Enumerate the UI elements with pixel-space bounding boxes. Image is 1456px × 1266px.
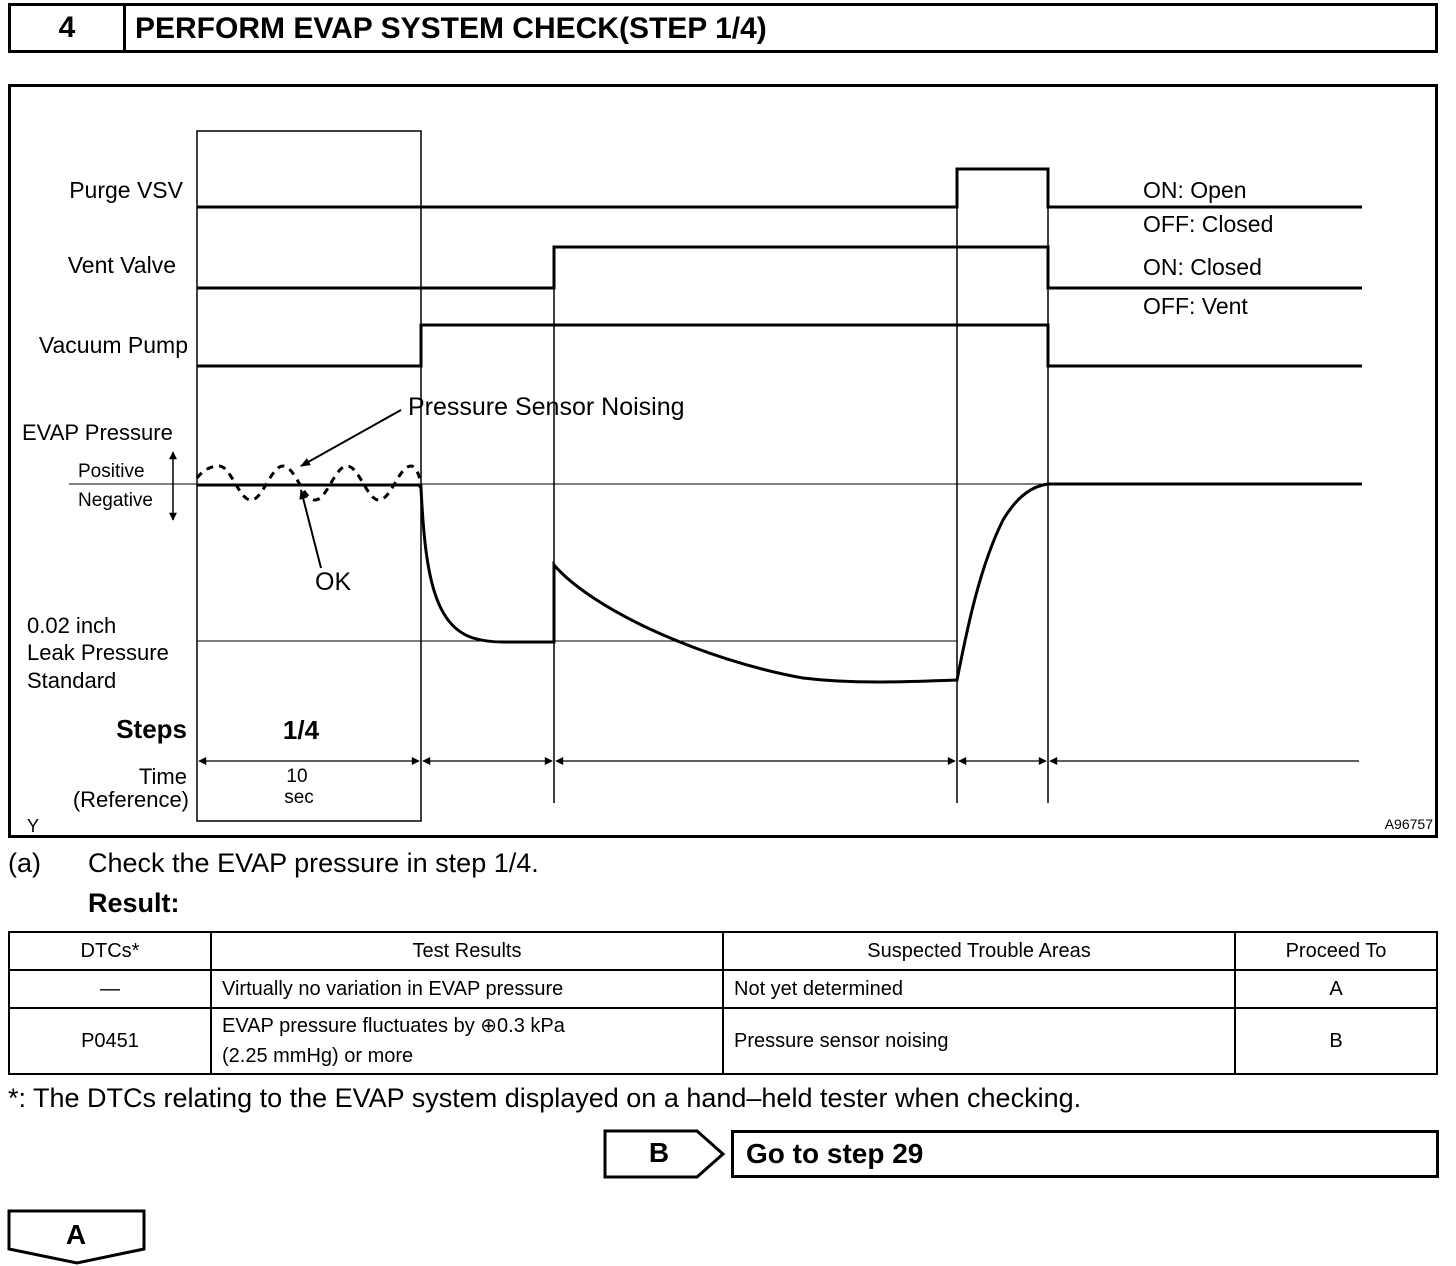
signal-label-purge-vsv: Purge VSV [69,177,183,203]
proceed-cell: A [1234,969,1438,1009]
branch-b-arrow[interactable] [603,1129,727,1179]
step-header: 4 PERFORM EVAP SYSTEM CHECK(STEP 1/4) [8,3,1438,53]
negative-label: Negative [78,490,153,511]
area-cell: Not yet determined [722,969,1236,1009]
vacuum-pump-trace [197,323,1362,368]
purge-vsv-trace [197,167,1362,209]
step-number: 4 [11,6,126,50]
dtc-cell: — [8,969,212,1009]
step-title: PERFORM EVAP SYSTEM CHECK(STEP 1/4) [135,12,767,45]
table-header: Proceed To [1234,931,1438,971]
table-header: Test Results [210,931,724,971]
table-header: Suspected Trouble Areas [722,931,1236,971]
branch-b-label[interactable]: B [648,1137,670,1168]
leak-label-line-2: Leak Pressure [27,640,169,665]
noise-label: Pressure Sensor Noising [408,393,685,421]
corner-label-left: Y [27,816,39,835]
table-header-row: DTCs* Test Results Suspected Trouble Are… [8,931,1438,971]
noise-trace [195,464,423,502]
proceed-cell: B [1234,1007,1438,1075]
table-row: P0451 EVAP pressure fluctuates by ⊕0.3 k… [8,1007,1438,1075]
result-table: DTCs* Test Results Suspected Trouble Are… [8,931,1438,1075]
area-cell: Pressure sensor noising [722,1007,1236,1075]
table-row: — Virtually no variation in EVAP pressur… [8,969,1438,1009]
dtc-cell: P0451 [8,1007,212,1075]
state-purge-on: ON: Open [1143,177,1247,203]
steps-label: Steps [116,714,187,744]
reference-label: (Reference) [73,787,189,812]
evap-pressure-curve [197,482,1362,684]
ok-callout-arrow [299,489,322,569]
table-header: DTCs* [8,931,212,971]
branch-a-label[interactable]: A [65,1219,87,1250]
result-cell-line-1: EVAP pressure fluctuates by ⊕0.3 kPa [222,1015,565,1037]
footnote: *: The DTCs relating to the EVAP system … [8,1083,1082,1113]
signal-label-vacuum-pump: Vacuum Pump [39,332,188,358]
leak-label-line-1: 0.02 inch [27,613,116,638]
state-purge-off: OFF: Closed [1143,211,1273,237]
timing-diagram-svg: Purge VSV Vent Valve Vacuum Pump EVAP Pr… [22,130,1433,835]
result-cell: Virtually no variation in EVAP pressure [210,969,724,1009]
instruction-text: Check the EVAP pressure in step 1/4. [88,848,539,878]
instruction-marker: (a) [8,848,41,878]
evap-pressure-label: EVAP Pressure [22,420,173,445]
figure-id: A96757 [1385,816,1433,832]
ok-label: OK [315,568,351,596]
result-cell: EVAP pressure fluctuates by ⊕0.3 kPa (2.… [210,1007,724,1075]
signal-label-vent-valve: Vent Valve [68,252,176,278]
time-unit: sec [284,787,314,808]
state-vent-off: OFF: Vent [1143,293,1248,319]
step-value: 1/4 [283,715,320,745]
instruction: (a) Check the EVAP pressure in step 1/4. [8,848,539,879]
noise-callout-arrow [300,409,402,467]
result-cell-line-2: (2.25 mmHg) or more [222,1045,414,1067]
branch-a-arrow[interactable] [7,1209,147,1265]
leak-label-line-3: Standard [27,668,116,693]
go-to-step-29[interactable]: Go to step 29 [731,1130,1439,1178]
time-label: Time [139,764,187,789]
positive-label: Positive [78,461,145,482]
state-vent-on: ON: Closed [1143,254,1262,280]
time-value: 10 [286,766,307,787]
vent-valve-trace [197,245,1362,290]
timing-diagram: Purge VSV Vent Valve Vacuum Pump EVAP Pr… [8,84,1438,838]
result-label: Result: [88,888,180,918]
